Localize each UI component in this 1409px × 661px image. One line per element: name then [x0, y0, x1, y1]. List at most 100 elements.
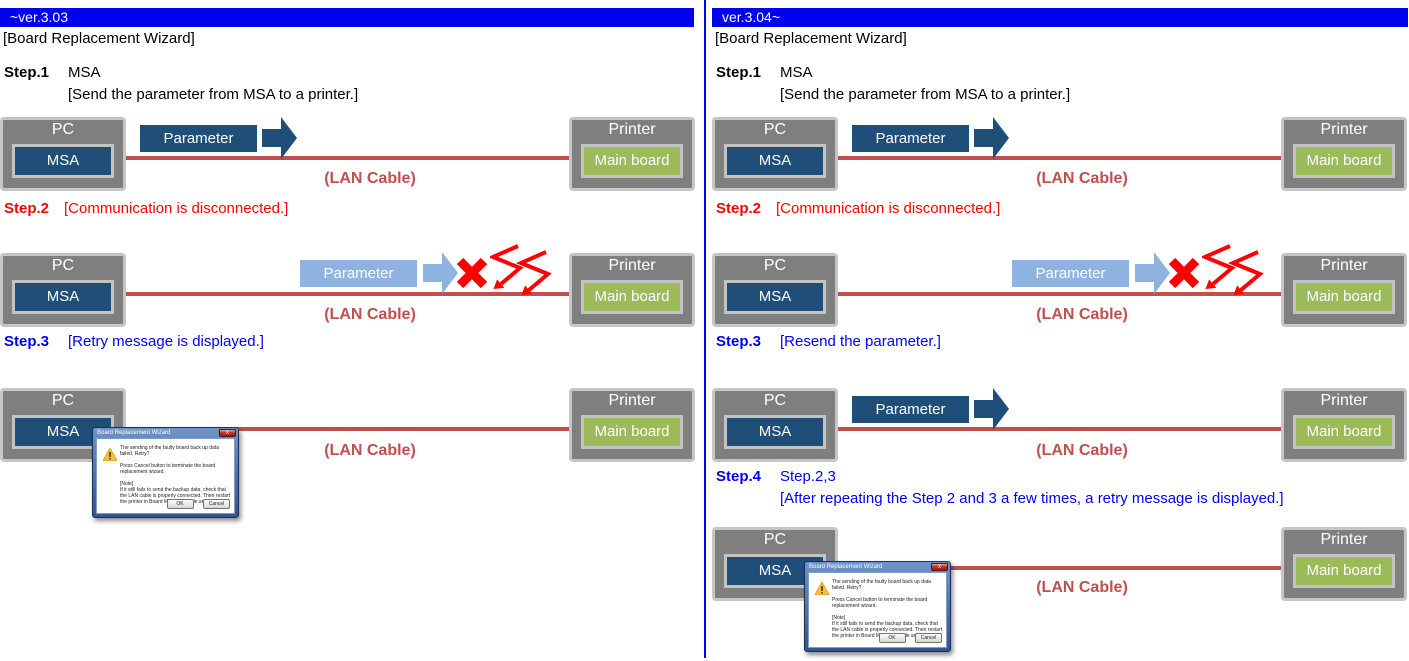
step4-text: Step.2,3 — [780, 468, 836, 485]
msa-box: MSA — [12, 280, 114, 314]
lan-cable-line — [818, 156, 1292, 160]
parameter-arrow-icon-failed — [1135, 252, 1170, 294]
mainboard-box: Main board — [581, 415, 683, 449]
printer-box: Printer Main board — [569, 253, 695, 327]
parameter-pill-failed: Parameter — [300, 260, 417, 287]
printer-label: Printer — [608, 121, 656, 138]
printer-label: Printer — [1320, 531, 1368, 548]
step2-text: [Communication is disconnected.] — [64, 200, 289, 217]
step2-label: Step.2 — [4, 200, 50, 217]
step1-label: Step.1 — [4, 64, 50, 81]
step2-text: [Communication is disconnected.] — [776, 200, 1001, 217]
cancel-button[interactable]: Cancel — [915, 633, 942, 643]
lan-cable-line — [818, 292, 1292, 296]
retry-dialog: Board Replacement Wizard x The sending o… — [92, 427, 239, 518]
panel-ver-303: ~ver.3.03 [Board Replacement Wizard] Ste… — [0, 0, 700, 661]
lan-cable-label: (LAN Cable) — [1036, 306, 1128, 323]
lan-cable-label: (LAN Cable) — [324, 170, 416, 187]
disconnect-x-icon — [456, 257, 488, 289]
dialog-title: Board Replacement Wizard — [809, 564, 883, 570]
panel-ver-304: ver.3.04~ [Board Replacement Wizard] Ste… — [712, 0, 1409, 661]
msa-box: MSA — [724, 554, 826, 588]
step4-text2: [After repeating the Step 2 and 3 a few … — [780, 490, 1284, 507]
printer-label: Printer — [1320, 257, 1368, 274]
pc-box: PC MSA — [0, 253, 126, 327]
disconnect-x-icon — [1168, 257, 1200, 289]
version-header: ~ver.3.03 — [0, 8, 694, 27]
dialog-close-button[interactable]: x — [931, 563, 948, 571]
pc-label: PC — [763, 121, 787, 138]
pc-label: PC — [51, 121, 75, 138]
step3-label: Step.3 — [4, 333, 50, 350]
dialog-close-button[interactable]: x — [219, 429, 236, 437]
dialog-title: Board Replacement Wizard — [97, 430, 171, 436]
step1-label: Step.1 — [716, 64, 762, 81]
lan-cable-label: (LAN Cable) — [324, 306, 416, 323]
parameter-pill: Parameter — [852, 125, 969, 152]
lan-cable-line — [106, 427, 580, 431]
pc-box: PC MSA — [712, 253, 838, 327]
parameter-pill: Parameter — [140, 125, 257, 152]
lan-cable-label: (LAN Cable) — [1036, 442, 1128, 459]
printer-label: Printer — [1320, 392, 1368, 409]
dialog-message1: The sending of the faulty board back up … — [832, 579, 931, 591]
mainboard-box: Main board — [1293, 415, 1395, 449]
parameter-arrow-icon — [974, 388, 1009, 430]
lan-cable-line — [818, 427, 1292, 431]
parameter-arrow-icon — [262, 117, 297, 159]
parameter-arrow-icon — [974, 117, 1009, 159]
pc-label: PC — [51, 257, 75, 274]
panel-subtitle: [Board Replacement Wizard] — [3, 30, 195, 47]
dialog-note-label: [Note] — [832, 615, 846, 621]
printer-box: Printer Main board — [569, 117, 695, 191]
step1-text: MSA — [780, 64, 813, 81]
pc-label: PC — [51, 392, 75, 409]
step2-label: Step.2 — [716, 200, 762, 217]
printer-box: Printer Main board — [1281, 527, 1407, 601]
step3-text: [Resend the parameter.] — [780, 333, 941, 350]
pc-label: PC — [763, 257, 787, 274]
retry-dialog: Board Replacement Wizard x The sending o… — [804, 561, 951, 652]
msa-box: MSA — [724, 280, 826, 314]
panel-subtitle: [Board Replacement Wizard] — [715, 30, 907, 47]
cancel-button[interactable]: Cancel — [203, 499, 230, 509]
warning-icon — [815, 582, 829, 595]
step3-text: [Retry message is displayed.] — [68, 333, 264, 350]
msa-box: MSA — [724, 144, 826, 178]
msa-box: MSA — [724, 415, 826, 449]
step4-label: Step.4 — [716, 468, 762, 485]
lan-cable-label: (LAN Cable) — [1036, 170, 1128, 187]
warning-icon — [103, 448, 117, 461]
dialog-note-label: [Note] — [120, 481, 134, 487]
lightning-disconnect-icon — [1202, 244, 1264, 296]
mainboard-box: Main board — [1293, 280, 1395, 314]
ok-button[interactable]: OK — [166, 499, 194, 509]
version-header: ver.3.04~ — [712, 8, 1408, 27]
dialog-buttons: OK Cancel — [162, 492, 230, 510]
printer-box: Printer Main board — [1281, 253, 1407, 327]
pc-label: PC — [763, 392, 787, 409]
lan-cable-label: (LAN Cable) — [1036, 579, 1128, 596]
printer-box: Printer Main board — [1281, 388, 1407, 462]
ok-button[interactable]: OK — [878, 633, 906, 643]
dialog-body: The sending of the faulty board back up … — [808, 572, 947, 648]
pc-label: PC — [763, 531, 787, 548]
pc-box: PC MSA — [712, 117, 838, 191]
pc-box: PC MSA — [0, 117, 126, 191]
step1-text2: [Send the parameter from MSA to a printe… — [68, 86, 359, 103]
dialog-message1: The sending of the faulty board back up … — [120, 445, 219, 457]
parameter-pill: Parameter — [852, 396, 969, 423]
printer-label: Printer — [608, 392, 656, 409]
lan-cable-label: (LAN Cable) — [324, 442, 416, 459]
printer-box: Printer Main board — [569, 388, 695, 462]
lightning-disconnect-icon — [490, 244, 552, 296]
lan-cable-line — [818, 566, 1292, 570]
dialog-buttons: OK Cancel — [874, 626, 942, 644]
mainboard-box: Main board — [581, 280, 683, 314]
step1-text: MSA — [68, 64, 101, 81]
dialog-message2: Press Cancel button to terminate the boa… — [120, 463, 216, 475]
parameter-pill-failed: Parameter — [1012, 260, 1129, 287]
printer-box: Printer Main board — [1281, 117, 1407, 191]
dialog-message2: Press Cancel button to terminate the boa… — [832, 597, 928, 609]
